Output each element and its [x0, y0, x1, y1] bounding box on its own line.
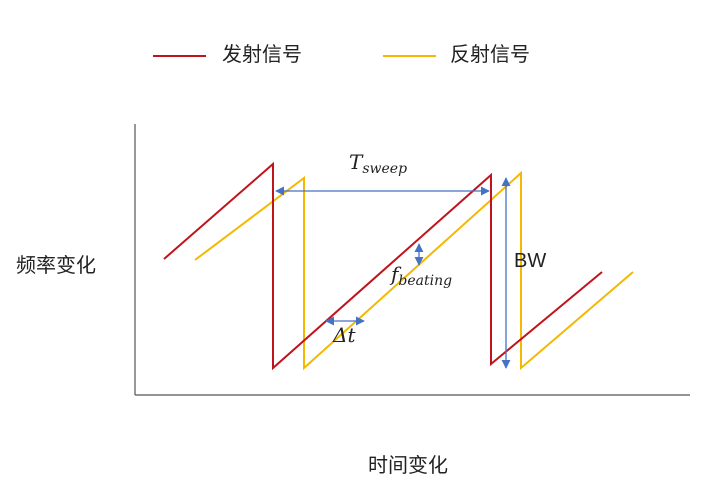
delta-t-label: Δt: [333, 323, 356, 347]
f-beating-label: fbeating: [391, 262, 453, 289]
legend-label-reflect: 反射信号: [450, 42, 530, 66]
x-axis-label: 时间变化: [368, 453, 448, 477]
bw-label: BW: [514, 250, 547, 272]
t-sweep-label: Tsweep: [349, 150, 408, 177]
legend-label-transmit: 发射信号: [222, 42, 302, 66]
y-axis-label: 频率变化: [16, 253, 96, 277]
